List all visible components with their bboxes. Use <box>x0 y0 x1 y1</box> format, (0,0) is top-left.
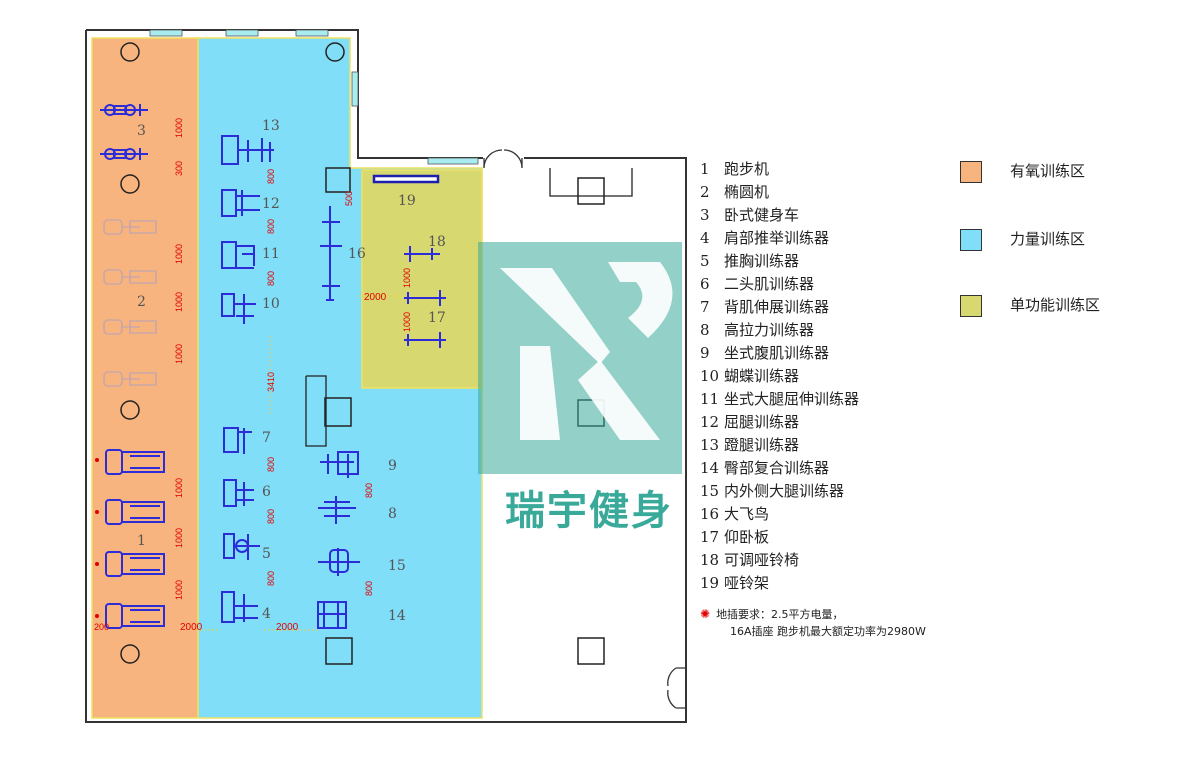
dim-label: 800 <box>266 271 276 286</box>
recumbent-bike-icons <box>100 104 148 160</box>
elliptical-icons <box>103 219 157 387</box>
equipment-number-17: 17 <box>428 310 446 326</box>
equipment-number-12: 12 <box>262 196 280 212</box>
electrical-note: ✺ 地插要求：2.5平方电量， 16A插座 跑步机最大额定功率为2980W <box>700 606 926 640</box>
zone-legend-item-cardio: 有氧训练区 <box>960 158 1085 184</box>
zone-swatch <box>960 228 982 251</box>
windows <box>149 29 479 165</box>
dim-label: 800 <box>364 581 374 596</box>
zone-single-function <box>361 169 483 389</box>
equipment-number-18: 18 <box>428 234 446 250</box>
dim-label: 200 <box>94 622 109 632</box>
dim-label: 2000 <box>276 622 299 633</box>
zone-cardio <box>91 37 199 719</box>
dim-label: 300 <box>174 161 184 176</box>
watermark-logo <box>478 242 682 474</box>
dim-label: 1000 <box>174 118 184 138</box>
dumbbell-rack-icon <box>372 174 440 184</box>
door-right <box>667 667 686 709</box>
dim-label: 1000 <box>174 580 184 600</box>
door-top <box>483 149 523 169</box>
zone-swatch <box>960 294 982 317</box>
equipment-number-4: 4 <box>262 606 271 622</box>
outlet-warning-icon: ✺ <box>700 607 711 621</box>
dim-label: 800 <box>266 169 276 184</box>
equipment-number-15: 15 <box>388 558 406 574</box>
dim-label: 1000 <box>402 268 412 288</box>
dim-label: 1000 <box>174 292 184 312</box>
dimension-labels: 1000 300 1000 1000 1000 1000 1000 1000 8… <box>94 118 412 633</box>
equipment-number-13: 13 <box>262 118 280 134</box>
equipment-number-7: 7 <box>262 430 271 446</box>
treadmill-icons <box>105 449 165 629</box>
strength-machine-icons <box>221 135 360 629</box>
zone-legend-item-strength: 力量训练区 <box>960 226 1085 252</box>
equipment-number-2: 2 <box>137 294 146 310</box>
dim-label: 800 <box>266 457 276 472</box>
bench-icons <box>404 246 446 348</box>
dim-label: 800 <box>266 571 276 586</box>
equipment-number-14: 14 <box>388 608 406 624</box>
zone-legend-item-single: 单功能训练区 <box>960 292 1100 318</box>
dim-label: 3410 <box>266 372 276 392</box>
dim-label: 1000 <box>174 478 184 498</box>
equipment-number-labels: 1 2 3 4 5 6 7 8 9 10 11 12 13 14 15 16 1… <box>137 118 446 624</box>
watermark-text: 瑞宇健身 <box>505 488 673 534</box>
dim-label: 800 <box>266 219 276 234</box>
equipment-number-1: 1 <box>137 533 146 549</box>
dim-label: 2000 <box>364 292 387 303</box>
equipment-number-10: 10 <box>262 296 280 312</box>
dim-label: 1000 <box>174 344 184 364</box>
dim-label: 1000 <box>174 528 184 548</box>
equipment-number-19: 19 <box>398 193 416 209</box>
dim-label: 1000 <box>174 244 184 264</box>
dim-label: 500 <box>344 191 354 206</box>
note-line-1: 地插要求：2.5平方电量， <box>716 608 844 621</box>
equipment-number-8: 8 <box>388 506 397 522</box>
equipment-number-3: 3 <box>137 123 146 139</box>
dim-label: 1000 <box>402 312 412 332</box>
dimension-lines <box>196 295 400 631</box>
dim-label: 2000 <box>180 622 203 633</box>
equipment-number-9: 9 <box>388 458 397 474</box>
dim-label: 800 <box>364 483 374 498</box>
equipment-number-6: 6 <box>262 484 271 500</box>
floor-outlets <box>95 458 99 618</box>
note-line-2: 16A插座 跑步机最大额定功率为2980W <box>730 625 926 638</box>
reception-desk <box>305 168 633 447</box>
zone-swatch <box>960 160 982 183</box>
equipment-number-11: 11 <box>262 246 280 262</box>
equipment-number-16: 16 <box>348 246 366 262</box>
dim-label: 800 <box>266 509 276 524</box>
equipment-number-5: 5 <box>262 546 271 562</box>
